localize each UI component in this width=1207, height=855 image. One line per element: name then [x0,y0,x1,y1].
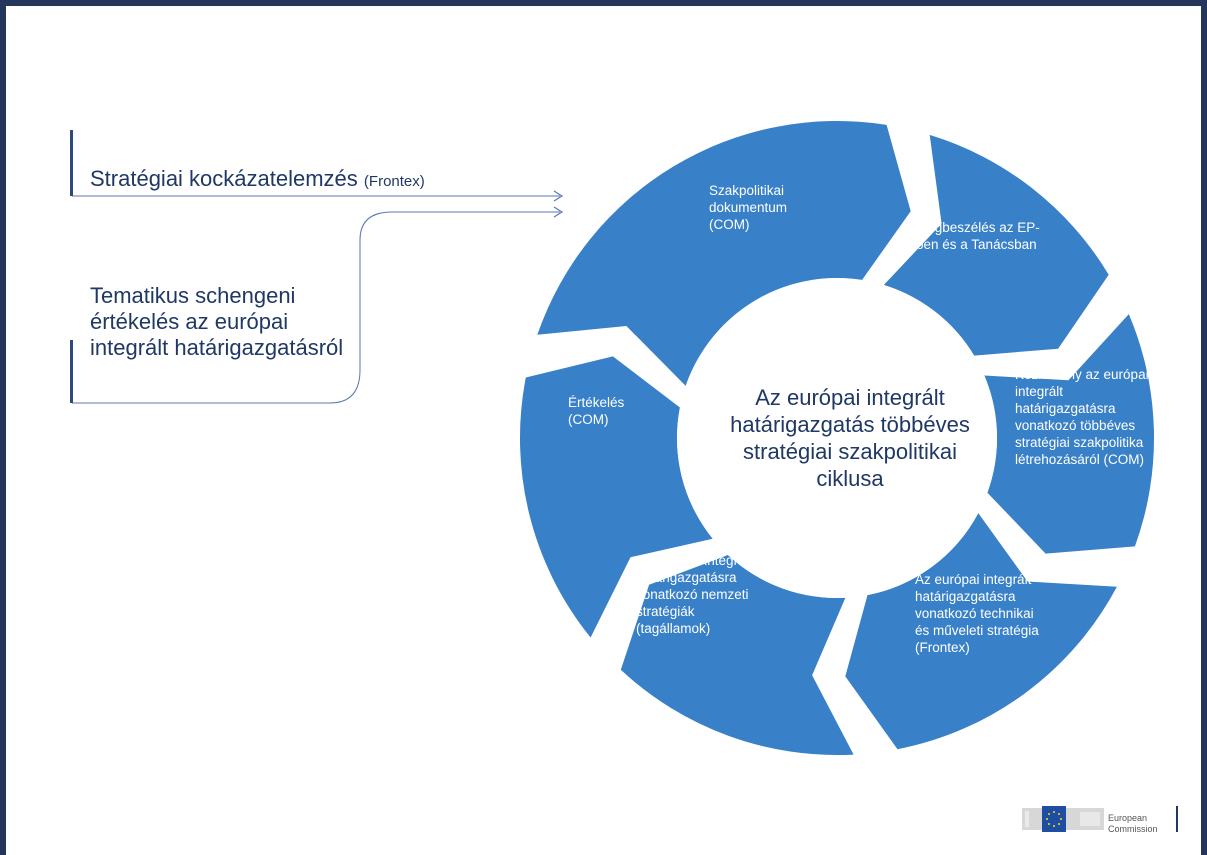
input-strategic-risk-source: (Frontex) [363,173,425,190]
input-thematic-schengen-evaluation: Tematikus schengeni értékelés az európai… [90,283,344,360]
center-circle [677,278,997,598]
segment-evaluation-label: Értékelés (COM) [568,395,625,427]
logo-divider [1176,806,1178,832]
frame-left-border [0,0,6,855]
segment-discussion-shape [883,134,1109,356]
segment-evaluation-shape [519,356,713,638]
segment-discussion-label: Megbeszélés az EP-ben és a Tanácsban [916,220,1040,252]
input-strategic-risk-main: Stratégiai kockázatelemzés [90,166,358,191]
segment-divider-1 [872,125,928,281]
logo-text-line2: Commission [1108,824,1158,834]
segment-technical-strategy-label: Az európai integrált határigazgatásra vo… [915,572,1039,655]
cycle-center-title: Az európai integrált határigazgatás több… [730,385,970,491]
segment-communication-label: Közlemény az európai integrált határigaz… [1015,367,1149,467]
arrowhead-strategic [553,190,564,202]
frame-right-border [1201,0,1207,855]
cycle-ring [519,121,1155,756]
segment-technical-strategy-shape [845,513,1117,750]
segment-policy-document-label: Szakpolitikai dokumentum (COM) [709,183,788,232]
frame-top-border [0,0,1207,6]
segment-policy-document-shape [537,121,911,386]
segment-communication-shape [984,314,1155,554]
arrow-line-thematic [72,211,560,404]
arrowhead-thematic [553,206,564,218]
segment-national-strategies-label: Az európai integrált határigazgatásra vo… [636,553,753,636]
accent-bar-strategic [70,130,73,196]
segment-divider-2 [981,291,1124,366]
segment-national-strategies-shape [620,555,854,756]
accent-bar-thematic [70,340,73,403]
logo-text: European Commission [1108,813,1158,835]
input-strategic-risk-analysis: Stratégiai kockázatelemzés (Frontex) [90,166,425,195]
logo-text-line1: European [1108,813,1148,823]
segment-dividers [872,125,1124,366]
european-commission-logo [1022,806,1104,832]
